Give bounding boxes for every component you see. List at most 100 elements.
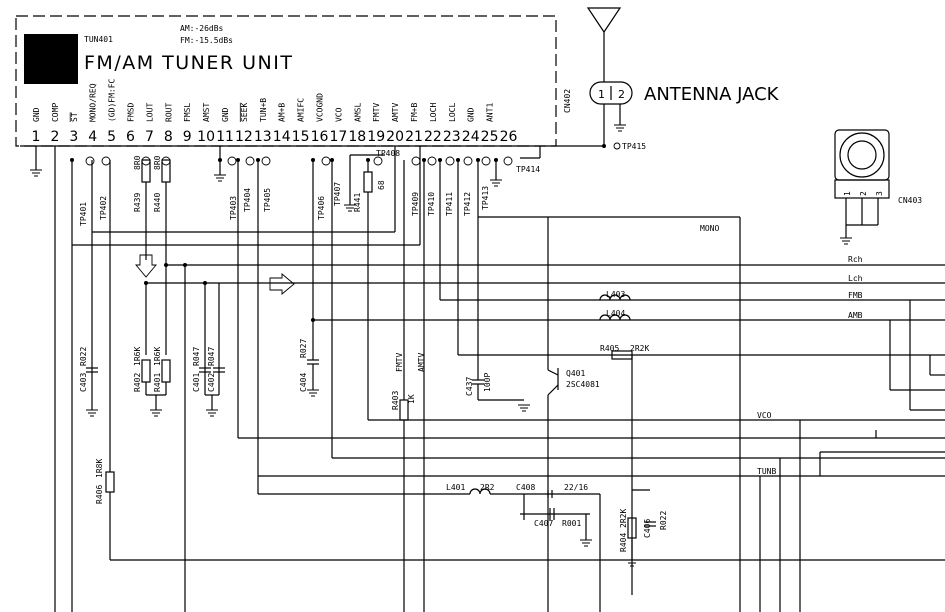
- test-point-circle: [463, 156, 473, 166]
- pin-number: 7: [145, 129, 154, 145]
- c402-value: R047: [207, 347, 216, 366]
- c437-label: C437: [465, 377, 474, 396]
- r401-label: R401: [153, 373, 162, 392]
- test-point-circle: [411, 156, 421, 166]
- tp410-label: TP410: [427, 192, 436, 216]
- pin-number: 18: [348, 129, 366, 145]
- r404-value: 2R2K: [619, 509, 628, 528]
- c404-label: C404: [299, 373, 308, 392]
- cn402-label: CN402: [563, 89, 572, 113]
- r406-label: R406: [95, 485, 104, 504]
- r406-value: 1R8K: [95, 459, 104, 478]
- pin-number: 6: [126, 129, 135, 145]
- pin-number: 21: [405, 129, 423, 145]
- pin-number: 13: [254, 129, 272, 145]
- r403-amtv: AMTV: [417, 353, 426, 372]
- pin-label: COMP: [51, 103, 60, 122]
- c403-value: R022: [79, 347, 88, 366]
- pin-label: MONO/REQ: [89, 83, 98, 122]
- pin-label: AMST: [202, 103, 211, 122]
- pin-label: VCO: [334, 107, 343, 122]
- pin-label: SEEK: [240, 103, 249, 122]
- unit-badge: [24, 34, 78, 84]
- pin-label: FMTV: [372, 103, 381, 122]
- pin-label: ROUT: [164, 103, 173, 122]
- r441-label: R441: [353, 193, 362, 212]
- tp411-label: TP411: [445, 192, 454, 216]
- pin-number: 19: [367, 129, 385, 145]
- test-point-circle: [85, 156, 95, 166]
- test-point-circle: [481, 156, 491, 166]
- pin-number: 2: [50, 129, 59, 145]
- tp415-label: TP415: [622, 142, 646, 151]
- c401-label: C401: [192, 373, 201, 392]
- pin-number: 9: [183, 129, 192, 145]
- pin-number: 11: [216, 129, 234, 145]
- sig-mono: MONO: [700, 224, 719, 233]
- pin-number: 17: [329, 129, 347, 145]
- c403-label: C403: [79, 373, 88, 392]
- r405-value: 2R2K: [630, 344, 649, 353]
- l403-label: L403: [606, 290, 625, 299]
- tp402-label: TP402: [99, 196, 108, 220]
- pin-label: TUN+B: [259, 98, 268, 122]
- tp408-label: TP408: [376, 149, 400, 158]
- pin-number: 5: [107, 129, 116, 145]
- test-point-circle: [101, 156, 111, 166]
- sig-fmb: FMB: [848, 291, 863, 300]
- pin-label: FM+B: [410, 103, 419, 122]
- test-point-circle: [503, 156, 513, 166]
- pin-number: 4: [88, 129, 97, 145]
- pin-number: 10: [197, 129, 215, 145]
- pin-number: 20: [386, 129, 404, 145]
- pin-number: 16: [311, 129, 329, 145]
- test-point-circle: [141, 156, 151, 166]
- pin-number: 24: [462, 129, 480, 145]
- tp406-label: TP406: [317, 196, 326, 220]
- jack-pin-1: 1: [598, 88, 605, 101]
- q401-part: 2SC4081: [566, 380, 600, 389]
- r440-value: 8R0: [153, 155, 162, 170]
- tp401-label: TP401: [79, 202, 88, 226]
- c407-label: C407: [534, 519, 553, 528]
- pin-label: AMSL: [353, 103, 362, 122]
- test-point-circle: [427, 156, 437, 166]
- pin-number: 15: [292, 129, 310, 145]
- pin-label: LOCH: [429, 103, 438, 122]
- tp405-label: TP405: [263, 188, 272, 212]
- pin-label: ST: [70, 112, 79, 122]
- pin-label: ANT1: [486, 103, 495, 122]
- c407-value: R001: [562, 519, 581, 528]
- pin-number: 3: [69, 129, 78, 145]
- pin-labels: 1GND2COMP3ST4MONO/REQ5(GD)FM:FC6FMSD7LOU…: [32, 78, 518, 145]
- r404-label: R404: [619, 533, 628, 552]
- sig-rch: Rch: [848, 255, 863, 264]
- pin-number: 8: [164, 129, 173, 145]
- sig-tunb: TUNB: [757, 467, 776, 476]
- pin-label: LOUT: [145, 103, 154, 122]
- r402-label: R402: [133, 373, 142, 392]
- unit-spec-fm: FM:-15.5dBs: [180, 36, 233, 45]
- l404-label: L404: [606, 309, 625, 318]
- c401-value: R047: [192, 347, 201, 366]
- cn403-pin-1: 1: [843, 191, 852, 196]
- q401-label: Q401: [566, 369, 585, 378]
- test-point-circle: [245, 156, 255, 166]
- r401-value: 1R6K: [153, 347, 162, 366]
- pin-number: 14: [273, 129, 291, 145]
- pin-label: FMSD: [127, 103, 136, 122]
- pin-number: 12: [235, 129, 253, 145]
- r441-value: 68: [377, 180, 386, 190]
- unit-title: FM/AM TUNER UNIT: [84, 52, 293, 74]
- pin-label: VCOGND: [316, 93, 325, 122]
- pin-label: FMSL: [183, 103, 192, 122]
- pin-number: 23: [443, 129, 461, 145]
- r403-value: 1K: [407, 394, 416, 404]
- pin-label: AM+B: [278, 103, 287, 122]
- c402-label: C402: [207, 373, 216, 392]
- c406-value: R022: [659, 511, 668, 530]
- arrow-right-icon: [269, 273, 295, 295]
- r403-label: R403: [391, 391, 400, 410]
- tp412-label: TP412: [463, 192, 472, 216]
